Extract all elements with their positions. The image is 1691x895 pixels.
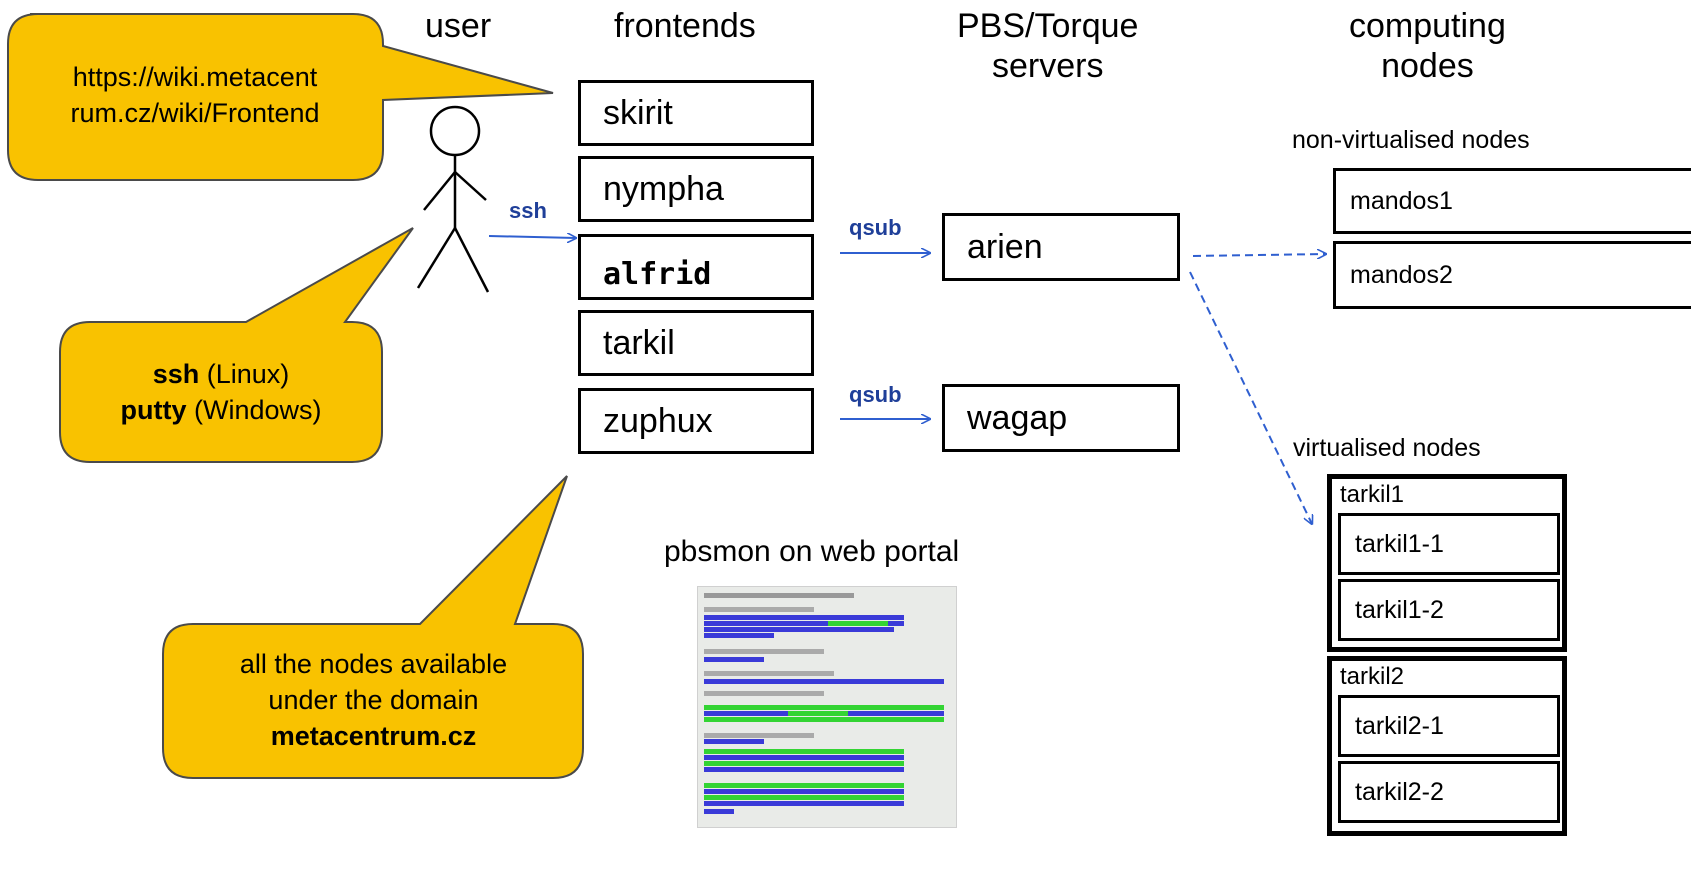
- callout-client-text: ssh (Linux) putty (Windows): [62, 356, 380, 428]
- virtualised-title: virtualised nodes: [1293, 434, 1481, 462]
- node-name: tarkil2-1: [1355, 711, 1444, 740]
- callout-client-bubble: [59, 227, 414, 463]
- virtual-group-tarkil2: tarkil2 tarkil2-1 tarkil2-2: [1327, 656, 1567, 836]
- dispatch-arrow-virtualised: [1189, 271, 1312, 524]
- ssh-arrow: [488, 236, 576, 238]
- server-name: arien: [967, 227, 1043, 266]
- frontend-skirit: skirit: [578, 80, 814, 146]
- callout-domain-bubble: [162, 475, 584, 779]
- node-name: mandos2: [1350, 260, 1453, 289]
- frontend-alfrid: alfrid: [578, 234, 814, 300]
- group-name: tarkil2: [1340, 663, 1405, 690]
- server-wagap: wagap: [942, 384, 1180, 452]
- frontend-name: alfrid: [603, 256, 712, 292]
- frontend-name: skirit: [603, 93, 673, 132]
- user-stick-figure-icon: [416, 105, 490, 293]
- frontend-name: zuphux: [603, 401, 713, 440]
- ssh-label: ssh: [509, 198, 547, 223]
- node-name: tarkil1-1: [1355, 529, 1444, 558]
- qsub-label-wagap: qsub: [849, 382, 902, 407]
- callout-domain-line1: all the nodes available: [239, 649, 508, 679]
- callout-wiki-text: https://wiki.metacent rum.cz/wiki/Fronte…: [20, 59, 370, 131]
- column-user-label: user: [425, 7, 492, 45]
- virtual-group-tarkil1: tarkil1 tarkil1-1 tarkil1-2: [1327, 474, 1567, 652]
- callout-domain-line3: metacentrum.cz: [270, 721, 477, 751]
- qsub-label-arien: qsub: [849, 215, 902, 240]
- server-name: wagap: [967, 398, 1068, 437]
- callout-client-windows: (Windows): [186, 395, 322, 425]
- portal-caption: pbsmon on web portal: [664, 535, 960, 568]
- group-name: tarkil1: [1340, 481, 1405, 508]
- frontend-nympha: nympha: [578, 156, 814, 222]
- column-computing-nodes-label: computing nodes: [1349, 7, 1506, 85]
- node-name: tarkil1-2: [1355, 595, 1444, 624]
- callout-client-linux: (Linux): [199, 359, 290, 389]
- callout-client-putty: putty: [120, 395, 187, 425]
- node-tarkil1-2: tarkil1-2: [1338, 579, 1560, 641]
- frontend-tarkil: tarkil: [578, 310, 814, 376]
- node-tarkil2-1: tarkil2-1: [1338, 695, 1560, 757]
- dispatch-arrow-non-virtualised: [1192, 254, 1326, 256]
- callout-wiki-bubble: [7, 13, 554, 181]
- frontend-name: nympha: [603, 169, 724, 208]
- column-pbs-servers-label: PBS/Torque servers: [957, 7, 1139, 85]
- node-mandos1: mandos1: [1333, 168, 1691, 234]
- column-frontends-label: frontends: [614, 7, 756, 45]
- node-tarkil1-1: tarkil1-1: [1338, 513, 1560, 575]
- callout-client-ssh: ssh: [152, 359, 200, 389]
- node-name: tarkil2-2: [1355, 777, 1444, 806]
- frontend-zuphux: zuphux: [578, 388, 814, 454]
- node-mandos2: mandos2: [1333, 241, 1691, 309]
- callout-domain-line2: under the domain: [268, 685, 479, 715]
- callout-wiki-line2: rum.cz/wiki/Frontend: [70, 98, 320, 128]
- server-arien: arien: [942, 213, 1180, 281]
- pbsmon-portal-screenshot: [697, 586, 957, 828]
- non-virtualised-title: non-virtualised nodes: [1292, 126, 1530, 154]
- node-tarkil2-2: tarkil2-2: [1338, 761, 1560, 823]
- callout-wiki-line1: https://wiki.metacent: [72, 62, 318, 92]
- callout-domain-text: all the nodes available under the domain…: [166, 646, 581, 754]
- node-name: mandos1: [1350, 186, 1453, 215]
- frontend-name: tarkil: [603, 323, 675, 362]
